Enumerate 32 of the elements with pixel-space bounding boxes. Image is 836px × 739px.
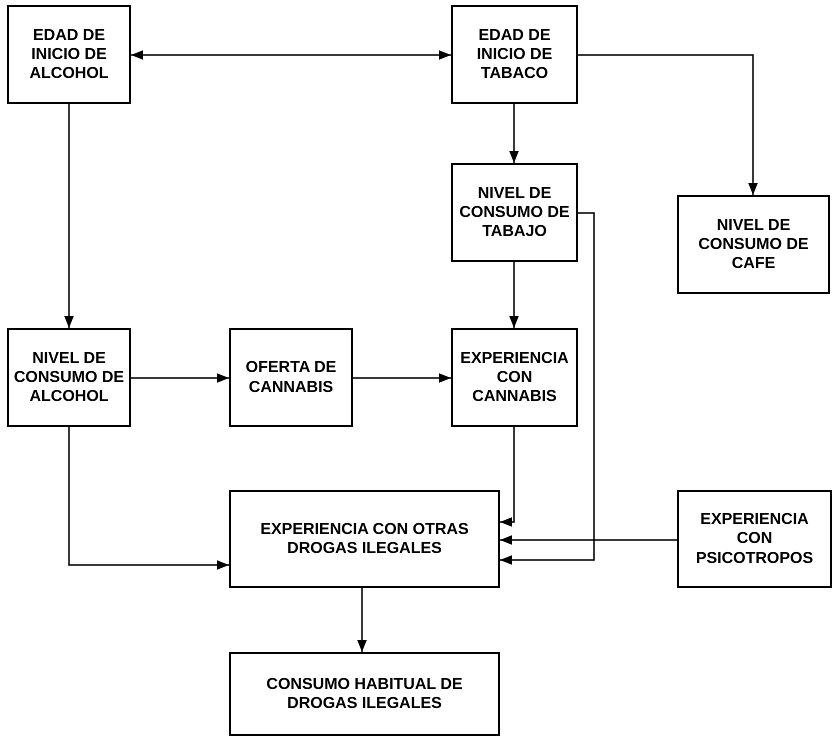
arrow: [131, 373, 229, 383]
arrow: [353, 373, 451, 383]
box-label: NIVEL DE CONSUMO DE ALCOHOL: [13, 348, 125, 406]
box-label: EDAD DE INICIO DE ALCOHOL: [28, 26, 110, 84]
arrow: [509, 104, 519, 163]
arrow: [509, 262, 519, 328]
box-label: CONSUMO HABITUAL DE DROGAS ILEGALES: [265, 674, 464, 714]
box-label: EXPERIENCIA CON PSICOTROPOS: [694, 510, 814, 568]
arrow: [64, 104, 74, 328]
arrow: [500, 535, 677, 545]
box-label: OFERTA DE CANNABIS: [244, 358, 338, 397]
arrow: [578, 54, 758, 195]
box-label: NIVEL DE CONSUMO DE TABAJO: [458, 184, 571, 242]
arrow: [357, 588, 367, 652]
box-label: EXPERIENCIA CON CANNABIS: [459, 348, 570, 406]
process-box: [229, 328, 353, 427]
box-label: EXPERIENCIA CON OTRAS DROGAS ILEGALES: [259, 520, 470, 558]
arrow: [500, 427, 515, 527]
process-box: [7, 328, 131, 427]
arrow: [131, 50, 451, 60]
process-box: [451, 328, 578, 427]
process-box: [451, 5, 578, 104]
box-label: NIVEL DE CONSUMO DE CAFE: [697, 216, 810, 274]
process-box: [229, 490, 500, 588]
arrow: [500, 212, 595, 565]
process-box: [677, 195, 830, 294]
process-box: [7, 5, 131, 104]
arrow: [68, 427, 229, 570]
process-box: [229, 652, 500, 736]
box-label: EDAD DE INICIO DE TABACO: [476, 26, 554, 84]
process-box: [677, 490, 832, 588]
process-box: [451, 163, 578, 262]
